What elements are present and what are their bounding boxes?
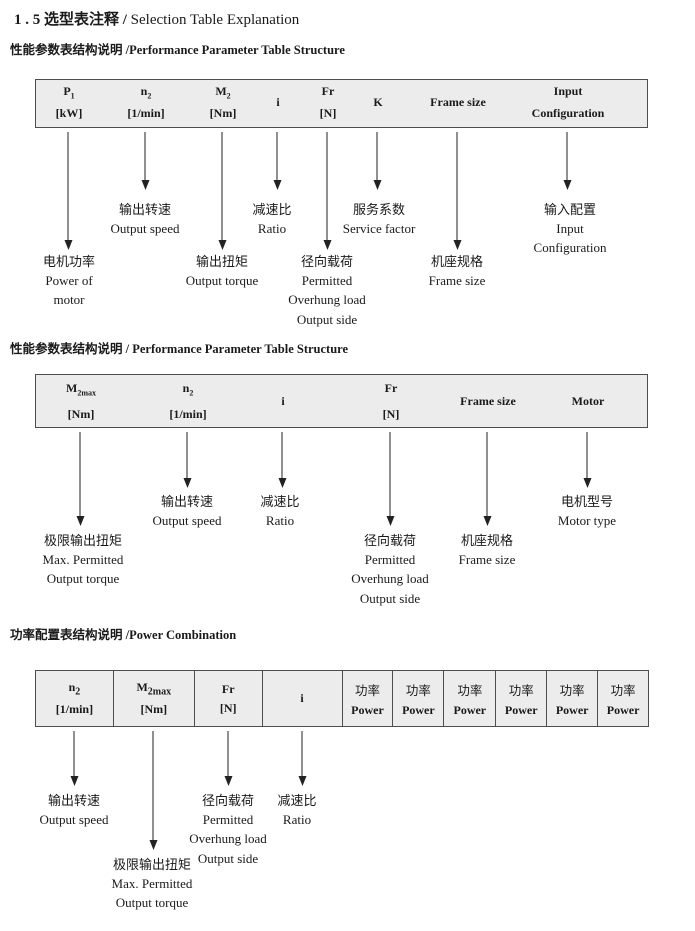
col-header-power-1: 功率 Power (343, 671, 394, 726)
arrow-s1-p1 (64, 132, 73, 250)
col-header-power-5: 功率 Power (547, 671, 599, 726)
col-header-fr: Fr [N] (319, 84, 337, 120)
arrow-s3-fr (224, 731, 233, 786)
callout-s2-frame-size: 机座规格 Frame size (458, 533, 516, 568)
callout-s2-max-torque: 极限输出扭矩 Max. Permitted Output torque (42, 533, 124, 587)
callout-s1-overhung-load: 径向载荷 Permitted Overhung load Output side (288, 254, 366, 327)
col-header-fr: Fr [N] (382, 381, 400, 421)
callout-s3-output-speed: 输出转速 Output speed (39, 793, 109, 828)
section1-heading-en: Performance Parameter Table Structure (129, 43, 345, 57)
arrow-s1-m2 (218, 132, 227, 250)
col-header-k: K (373, 95, 383, 109)
col-header-n2: n2 [1/min] (127, 84, 165, 120)
arrow-s2-i (278, 432, 287, 488)
arrow-s3-n2 (70, 731, 79, 786)
section2-heading-en: Performance Parameter Table Structure (132, 342, 349, 356)
page-title-en: Selection Table Explanation (130, 12, 300, 28)
arrow-s1-k (373, 132, 382, 190)
section3-heading-en: Power Combination (129, 628, 237, 642)
col-header-input-configuration: Input Configuration (531, 84, 605, 120)
section2-heading: 性能参数表结构说明 / Performance Parameter Table … (10, 338, 348, 357)
col-header-m2max: M2max [Nm] (66, 381, 96, 421)
col-header-i: i (281, 394, 285, 408)
callout-s2-overhung-load: 径向载荷 Permitted Overhung load Output side (351, 533, 429, 606)
arrow-s2-fr (386, 432, 395, 526)
col-header-i: i (276, 95, 280, 109)
arrow-s1-fr (323, 132, 332, 250)
section1-heading: 性能参数表结构说明 /Performance Parameter Table S… (10, 39, 345, 58)
page-title-zh: 1 . 5 选型表注释 / (14, 12, 131, 28)
col-header-n2: n2 [1/min] (169, 381, 207, 421)
callout-s1-ratio: 减速比 Ratio (252, 202, 292, 237)
arrow-s2-frame (483, 432, 492, 526)
arrow-s2-n2 (183, 432, 192, 488)
callout-s2-motor-type: 电机型号 Motor type (557, 494, 617, 529)
callout-s1-service-factor: 服务系数 Service factor (342, 202, 416, 237)
col-header-i: i (263, 671, 343, 726)
col-header-m2: M2 [Nm] (209, 84, 237, 120)
arrow-s1-i (273, 132, 282, 190)
col-header-frame-size: Frame size (430, 95, 486, 109)
callout-s1-input-config: 输入配置 Input Configuration (533, 202, 607, 256)
col-header-power-2: 功率 Power (393, 671, 445, 726)
callout-s1-output-torque: 输出扭矩 Output torque (185, 254, 259, 289)
section3-heading-zh: 功率配置表结构说明 / (10, 628, 130, 642)
section3-heading: 功率配置表结构说明 /Power Combination (10, 624, 236, 643)
section1-heading-zh: 性能参数表结构说明 / (10, 43, 130, 57)
arrow-s2-motor (583, 432, 592, 488)
arrow-s3-i (298, 731, 307, 786)
col-header-frame-size: Frame size (460, 394, 516, 408)
arrow-s1-input (563, 132, 572, 190)
callout-s2-output-speed: 输出转速 Output speed (152, 494, 222, 529)
col-header-power-3: 功率 Power (444, 671, 497, 726)
col-header-m2max: M2max [Nm] (114, 671, 195, 726)
callout-s3-ratio: 减速比 Ratio (277, 793, 317, 828)
arrow-s1-frame (453, 132, 462, 250)
col-header-p1: P1 [kW] (55, 84, 83, 120)
section2-heading-zh: 性能参数表结构说明 / (10, 342, 133, 356)
arrow-s3-m2max (149, 731, 158, 850)
callout-s3-overhung-load: 径向载荷 Permitted Overhung load Output side (189, 793, 267, 866)
col-header-power-4: 功率 Power (496, 671, 548, 726)
section3-table: n2 [1/min] M2max [Nm] Fr [N] i 功率 Power … (35, 670, 649, 727)
col-header-motor: Motor (571, 394, 605, 408)
col-header-n2: n2 [1/min] (36, 671, 114, 726)
page-title: 1 . 5 选型表注释 / Selection Table Explanatio… (14, 8, 299, 29)
arrow-s1-n2 (141, 132, 150, 190)
col-header-fr: Fr [N] (195, 671, 263, 726)
section1-table: P1 [kW] n2 [1/min] M2 [Nm] i Fr [N] K Fr… (35, 79, 648, 128)
section2-table: M2max [Nm] n2 [1/min] i Fr [N] Frame siz… (35, 374, 648, 428)
callout-s2-ratio: 减速比 Ratio (260, 494, 300, 529)
arrow-s2-m2max (76, 432, 85, 526)
callout-s1-frame-size: 机座规格 Frame size (428, 254, 486, 289)
callout-s1-power-of-motor: 电机功率 Power of motor (42, 254, 96, 308)
col-header-power-6: 功率 Power (606, 683, 640, 717)
callout-s3-max-torque: 极限输出扭矩 Max. Permitted Output torque (111, 857, 193, 911)
callout-s1-output-speed: 输出转速 Output speed (110, 202, 180, 237)
